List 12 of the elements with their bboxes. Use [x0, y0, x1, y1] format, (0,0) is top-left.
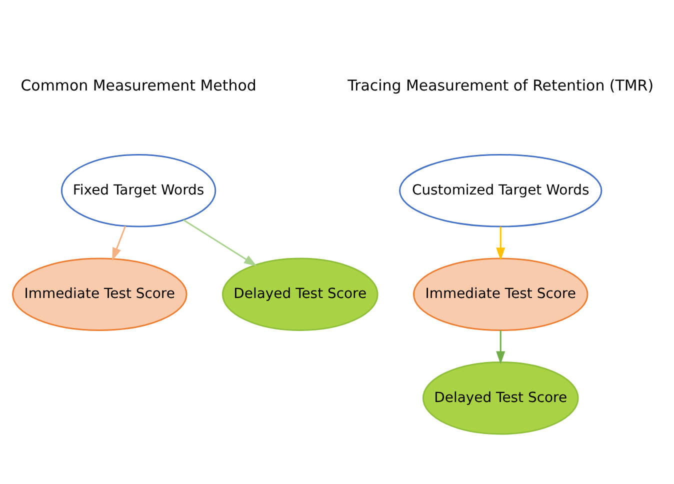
node-ellipse: Fixed Target Words [60, 153, 216, 227]
label: Tracing Measurement of Retention (TMR) [348, 76, 654, 94]
arrow [496, 226, 506, 260]
node-ellipse: Immediate Test Score [412, 257, 588, 331]
node-ellipse: Delayed Test Score [422, 360, 579, 434]
node-ellipse: Immediate Test Score [12, 257, 188, 331]
arrow [112, 225, 126, 260]
arrow [496, 330, 506, 364]
node-ellipse: Delayed Test Score [222, 257, 378, 331]
arrow [183, 218, 257, 266]
node-ellipse: Customized Target Words [399, 153, 602, 227]
label: Common Measurement Method [20, 76, 256, 94]
